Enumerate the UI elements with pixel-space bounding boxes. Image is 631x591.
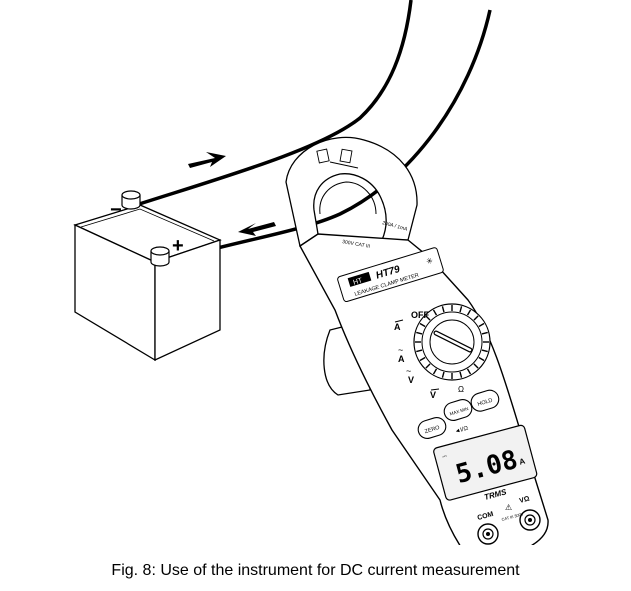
hold-button[interactable]: HOLD	[469, 388, 501, 413]
max-min-button[interactable]: MAX MIN	[442, 397, 474, 422]
dial-knurl-tick	[425, 363, 431, 369]
dial-label-dc-v: V	[430, 390, 436, 400]
lcd-display: ⎓ 5.08 A	[433, 424, 538, 501]
tilde-ac-v: ~	[406, 366, 411, 376]
arrow-left-icon	[238, 222, 276, 236]
dial-knurl-tick	[459, 371, 463, 378]
dial-knurl-tick	[481, 349, 488, 353]
cat-rating: CAT III 300V	[501, 511, 524, 522]
v-ohm-label: VΩ	[519, 495, 531, 505]
warning-icon: ⚠	[505, 503, 512, 512]
dial-knurl-tick	[419, 322, 426, 328]
dial-label-dc-a: A	[394, 322, 401, 332]
dial-knurl-tick	[441, 371, 445, 378]
clamp-jaw	[285, 136, 418, 248]
brand-logo: HT	[352, 277, 364, 287]
off-label: OFF	[411, 310, 429, 320]
display-unit: A	[518, 456, 526, 466]
dial-knurl-tick	[419, 356, 426, 362]
dial-knurl-tick	[466, 309, 472, 316]
dial-knurl-tick	[481, 331, 488, 335]
dial-label-ac-v: V	[408, 375, 414, 385]
cable-lower	[164, 9, 492, 264]
rotary-selector[interactable]	[413, 303, 491, 381]
dial-knurl-tick	[416, 331, 423, 335]
dial-knurl-tick	[432, 309, 438, 316]
clamp-meter: 300V CAT III 200A / 1mA HT HT79 LEAKAGE …	[285, 136, 549, 545]
positive-symbol: +	[172, 235, 184, 257]
dial-knurl-tick	[466, 368, 472, 375]
v-ohm-jack[interactable]	[519, 509, 541, 531]
hold-label: HOLD	[477, 398, 493, 408]
zero-button[interactable]: ZERO	[416, 415, 448, 440]
battery: − +	[73, 190, 222, 362]
jaw-rating-left: 300V CAT III	[342, 239, 371, 250]
max-min-label: MAX MIN	[449, 406, 469, 416]
dial-knurl-tick	[473, 315, 479, 321]
dial-label-ohm: Ω	[458, 385, 464, 394]
diode-label: ◄I/Ω	[454, 425, 469, 435]
negative-terminal	[121, 190, 141, 210]
figure-caption: Fig. 8: Use of the instrument for DC cur…	[111, 562, 520, 579]
dial-knurl-tick	[416, 349, 423, 353]
com-jack[interactable]	[477, 523, 499, 545]
dial-knurl-tick	[432, 368, 438, 375]
com-label: COM	[477, 511, 495, 522]
light-icon: ✳	[425, 256, 434, 267]
dial-knurl-tick	[473, 363, 479, 369]
display-dc-icon: ⎓	[442, 453, 448, 460]
negative-symbol: −	[110, 199, 122, 221]
dial-knurl-tick	[425, 315, 431, 321]
dial-knurl-tick	[441, 306, 445, 313]
dial-knurl-tick	[478, 322, 485, 328]
cable-upper	[132, 0, 413, 208]
clamp-meter-diagram: − + 300V CAT III 200A / 1mA HT HT79 LEAK…	[73, 0, 549, 545]
tilde-ac-a: ~	[398, 345, 403, 355]
arrow-right-icon	[188, 152, 226, 168]
dial-label-ac-a: A	[398, 354, 405, 364]
positive-terminal	[150, 246, 170, 267]
dial-knurl-tick	[459, 306, 463, 313]
dial-knurl-tick	[478, 356, 485, 362]
zero-label: ZERO	[424, 425, 441, 435]
